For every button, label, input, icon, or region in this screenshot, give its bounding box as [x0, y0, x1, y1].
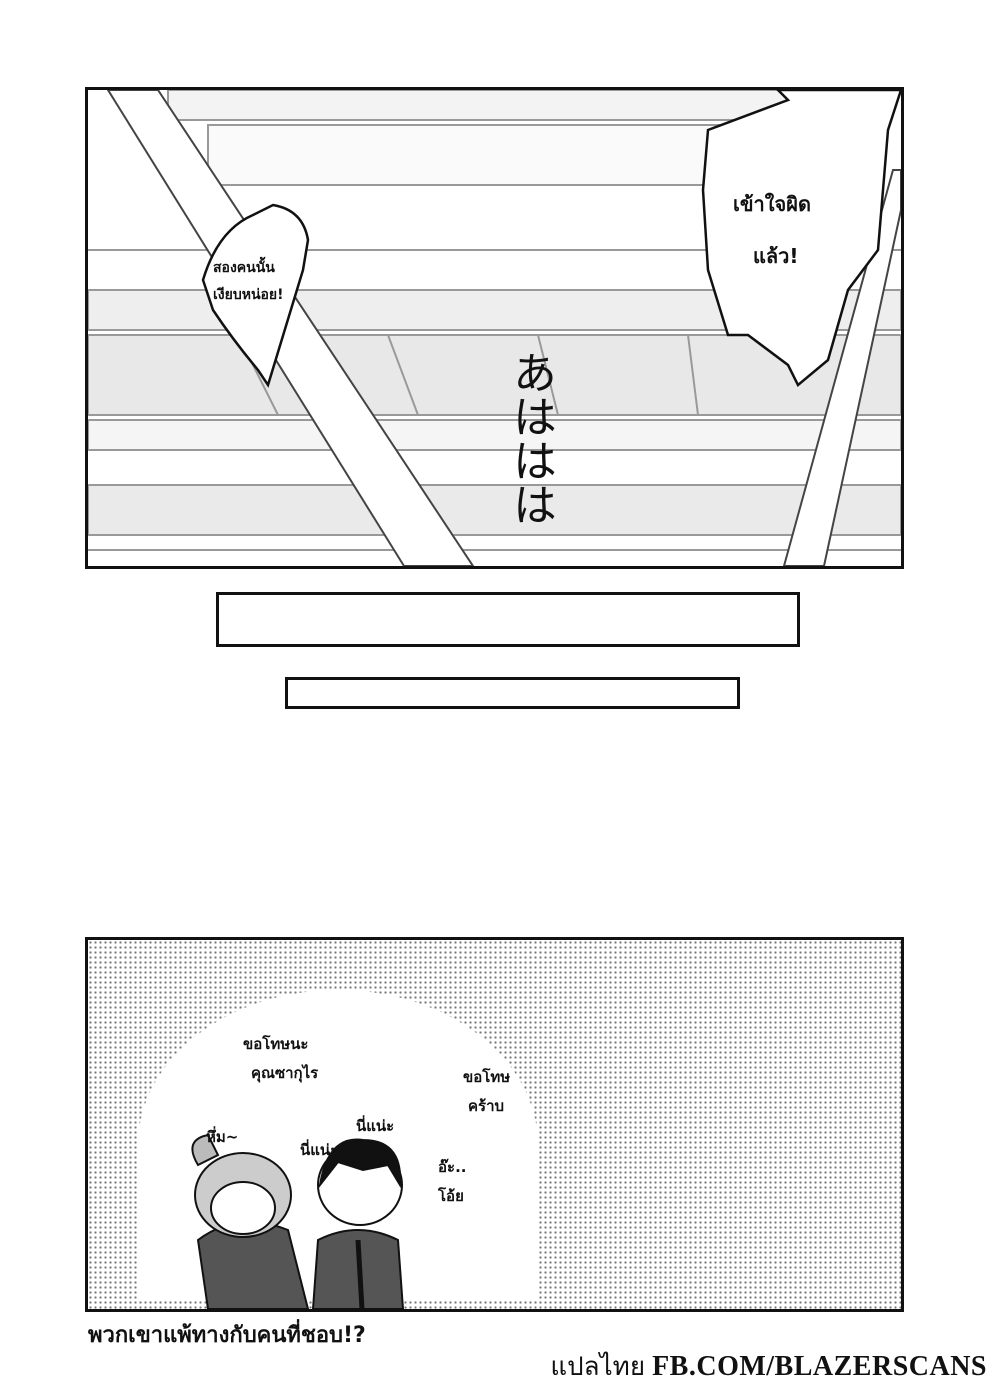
chibi-characters — [191, 1133, 405, 1309]
bubble-line: แล้ว! — [753, 244, 799, 268]
bubble-line: สองคนนั้น — [213, 260, 275, 276]
speech-bubble-left: สองคนนั้น เงียบหน่อย! — [213, 255, 284, 308]
dialogue-line: คุณซากุไร — [251, 1063, 319, 1082]
bubble-line: เข้าใจผิด — [733, 192, 811, 216]
ceiling-illustration — [88, 90, 901, 566]
dialogue-line: อ๊ะ.. — [438, 1158, 467, 1176]
empty-caption-box — [285, 677, 740, 709]
dialogue-take-that-2: นี่แน่ะ — [356, 1117, 395, 1135]
credit-thai: แปลไทย — [550, 1351, 646, 1381]
laughter-sfx: あははは — [505, 350, 556, 526]
dialogue-line: โอ้ย — [438, 1186, 464, 1205]
dialogue-line: คร้าบ — [468, 1096, 505, 1115]
dialogue-line: ขอโทษ — [463, 1068, 511, 1086]
empty-caption-box — [216, 592, 800, 647]
dialogue-ouch: อ๊ะ.. โอ้ย — [438, 1153, 466, 1210]
chapter-caption: พวกเขาแพ้ทางกับคนที่ชอบ!? — [88, 1323, 366, 1348]
dialogue-apology-sakurai: ขอโทษนะ คุณซากุไร — [243, 1030, 318, 1087]
dialogue-take-that-1: นี่แน่ะ — [300, 1141, 339, 1159]
dialogue-line: ขอโทษนะ — [243, 1035, 309, 1053]
dialogue-hmm: หึ่ม~ — [206, 1128, 239, 1146]
dialogue-apology-krab: ขอโทษ คร้าบ — [463, 1063, 510, 1120]
translator-credit: แปลไทย FB.COM/BLAZERSCANS — [550, 1351, 987, 1383]
apology-panel: ขอโทษนะ คุณซากุไร ขอโทษ คร้าบ หึ่ม~ นี่แ… — [85, 937, 904, 1312]
speech-bubble-right: เข้าใจผิด แล้ว! — [733, 178, 811, 282]
bubble-line: เงียบหน่อย! — [213, 286, 284, 303]
credit-site: FB.COM/BLAZERSCANS — [652, 1351, 987, 1382]
ceiling-panel: สองคนนั้น เงียบหน่อย! เข้าใจผิด แล้ว! あは… — [85, 87, 904, 569]
